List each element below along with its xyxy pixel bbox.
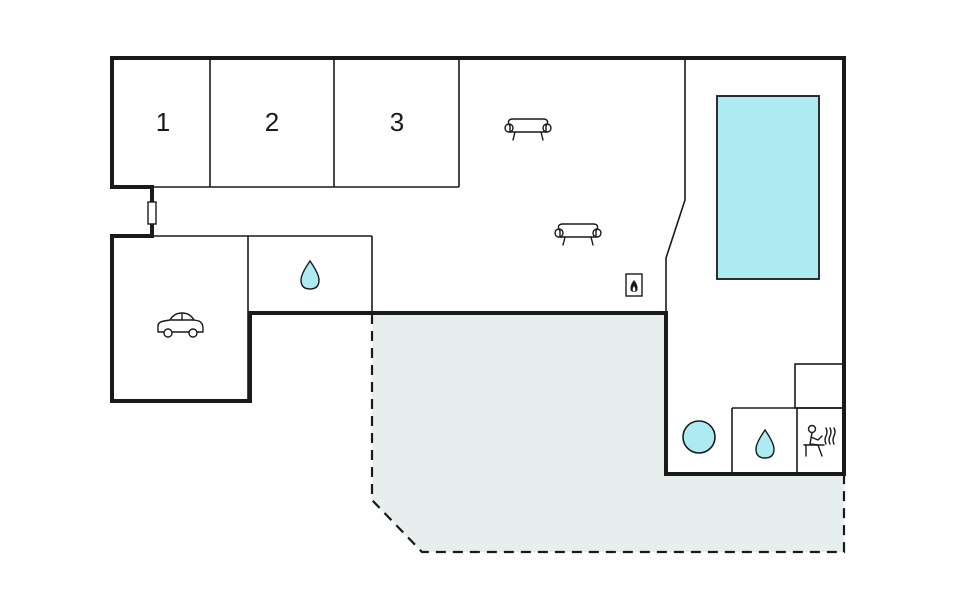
- sauna-icon: [803, 424, 836, 457]
- door-marker: [147, 201, 157, 225]
- car-icon: [157, 312, 204, 338]
- room-label-1: 1: [156, 107, 170, 137]
- terrace-area: [372, 314, 844, 552]
- hot-tub-icon: [682, 420, 716, 454]
- water-drop-icon: [755, 428, 775, 459]
- room-label-3: 3: [390, 107, 404, 137]
- terrace-dashed-edge: [370, 314, 846, 554]
- storage-room: [794, 363, 845, 409]
- sofa-icon: [554, 223, 602, 246]
- pool: [716, 95, 820, 280]
- water-drop-icon: [300, 259, 320, 290]
- sofa-icon: [504, 118, 552, 141]
- room-label-2: 2: [265, 107, 279, 137]
- pool-wing-wall: [665, 58, 686, 313]
- fireplace-icon: [625, 273, 643, 297]
